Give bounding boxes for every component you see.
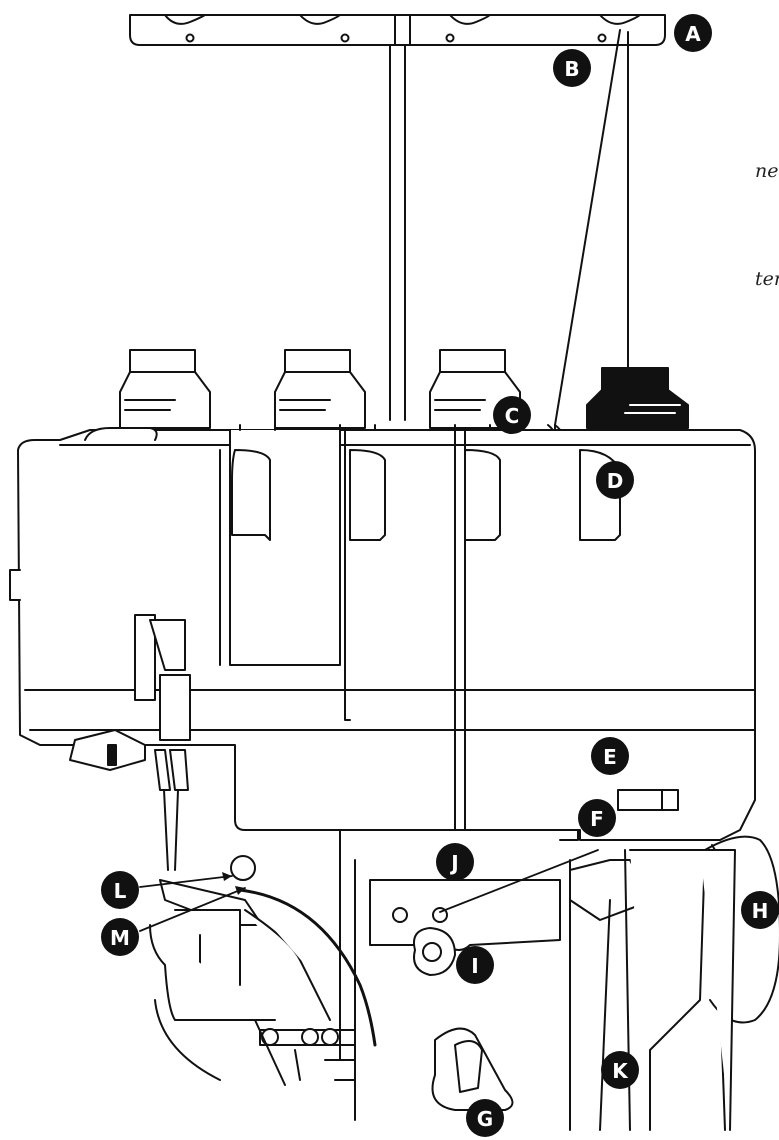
callout-c: C — [493, 396, 531, 434]
svg-text:M: M — [110, 926, 130, 950]
callout-e: E — [591, 737, 629, 775]
callout-d: D — [596, 461, 634, 499]
svg-text:D: D — [607, 469, 624, 493]
callout-b: B — [553, 49, 591, 87]
callout-j: J — [436, 843, 474, 881]
svg-text:J: J — [449, 851, 458, 875]
presser-foot — [149, 855, 377, 1086]
svg-text:F: F — [590, 807, 604, 831]
svg-text:E: E — [603, 745, 617, 769]
callout-k: K — [601, 1051, 639, 1089]
svg-text:B: B — [564, 57, 579, 81]
caption-fragment-2: ter — [755, 268, 779, 290]
svg-text:G: G — [477, 1107, 493, 1131]
svg-text:L: L — [114, 879, 127, 903]
svg-text:C: C — [505, 404, 520, 428]
callout-m: M — [101, 918, 139, 956]
svg-text:H: H — [752, 899, 769, 923]
machine-body — [9, 424, 756, 841]
thread-stand — [129, 14, 666, 421]
arrowheads — [222, 872, 245, 895]
callout-l: L — [101, 871, 139, 909]
caption-fragment-1: ne. — [755, 160, 779, 182]
needle-assembly — [69, 614, 191, 871]
svg-text:I: I — [471, 954, 478, 978]
callout-g: G — [466, 1099, 504, 1137]
svg-text:A: A — [685, 22, 701, 46]
callout-a: A — [674, 14, 712, 52]
svg-text:K: K — [612, 1059, 629, 1083]
callout-f: F — [578, 799, 616, 837]
leader-lines — [139, 849, 599, 932]
callout-i: I — [456, 946, 494, 984]
callout-h: H — [741, 891, 779, 929]
machine-frame — [324, 829, 779, 1131]
